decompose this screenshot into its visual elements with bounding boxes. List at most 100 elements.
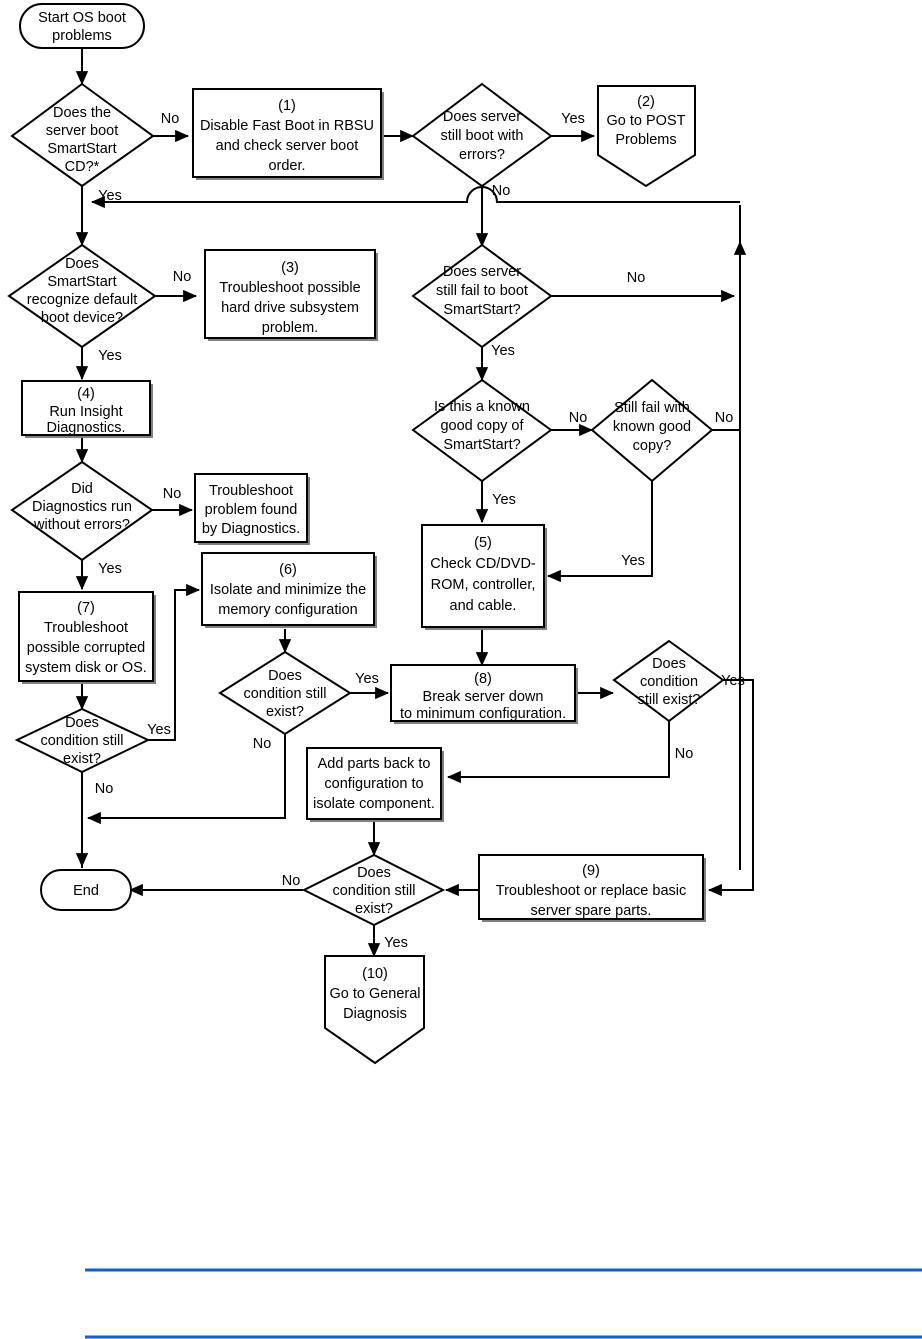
node-bootcd-line-3: CD?*	[65, 159, 100, 175]
node-p8-line-2: to minimum configuration.	[400, 706, 566, 722]
node-offpage-2-go-to-post-problems: (2) Go to POST Problems	[597, 85, 696, 188]
node-bootcd-line-1: server boot	[46, 123, 119, 139]
node-failss-line-0: Does server	[443, 264, 521, 280]
label-stillfail-no: No	[715, 410, 734, 426]
node-knowngood-line-1: good copy of	[440, 418, 524, 434]
label-knowngood-no: No	[569, 410, 588, 426]
node-diag-line-1: Diagnostics run	[32, 499, 132, 515]
label-cond4-no: No	[282, 873, 301, 889]
node-cond2-line-2: exist?	[266, 704, 304, 720]
edge-stillfail-yes	[546, 481, 653, 583]
node-addparts-line-0: Add parts back to	[318, 756, 431, 772]
node-p7-line-0: (7)	[77, 600, 95, 616]
label-bootcd-yes: Yes	[98, 188, 122, 204]
label-recognize-yes: Yes	[98, 348, 122, 364]
label-cond4-yes: Yes	[384, 935, 408, 951]
label-recognize-no: No	[173, 269, 192, 285]
node-cond3-line-1: condition	[640, 674, 698, 690]
node-p9-line-0: (9)	[582, 863, 600, 879]
node-booterrors-line-2: errors?	[459, 147, 505, 163]
node-cond1-line-1: condition still	[40, 733, 123, 749]
node-knowngood-line-2: SmartStart?	[443, 437, 520, 453]
node-process-1-disable-fast-boot: (1) Disable Fast Boot in RBSU and check …	[192, 88, 384, 180]
node-decision-condition-still-exist-4: Does condition still exist?	[301, 853, 446, 927]
node-p2-line-0: (2)	[637, 94, 655, 110]
node-p1-line-3: order.	[268, 158, 305, 174]
node-does-smartstart-recognize-default-boot-device: Does SmartStart recognize default boot d…	[7, 243, 157, 349]
node-p5-line-0: (5)	[474, 535, 492, 551]
node-p4-line-0: (4)	[77, 386, 95, 402]
node-p7-line-3: system disk or OS.	[25, 660, 147, 676]
node-diagfound-line-0: Troubleshoot	[209, 483, 293, 499]
node-does-server-boot-smartstart-cd: Does the server boot SmartStart CD?*	[10, 82, 155, 188]
label-failss-yes: Yes	[491, 343, 515, 359]
node-p3-line-0: (3)	[281, 260, 299, 276]
node-diag-line-2: without errors?	[33, 517, 130, 533]
node-end: End	[40, 869, 132, 911]
node-p10-line-0: (10)	[362, 966, 388, 982]
node-process-4-run-insight-diagnostics: (4) Run Insight Diagnostics.	[21, 380, 153, 438]
node-start-line-0: Start OS boot	[38, 10, 126, 26]
node-cond4-line-2: exist?	[355, 901, 393, 917]
node-stillfail-line-0: Still fail with	[614, 400, 690, 416]
label-cond2-yes: Yes	[355, 671, 379, 687]
node-still-fail-with-known-good-copy: Still fail with known good copy?	[590, 378, 714, 483]
node-process-9-troubleshoot-or-replace-spare-parts: (9) Troubleshoot or replace basic server…	[478, 854, 706, 922]
edge-labels: No Yes Yes No No Yes No Yes No Yes No Ye…	[95, 111, 745, 951]
label-bootcd-no: No	[161, 111, 180, 127]
label-cond2-no: No	[253, 736, 272, 752]
node-process-5-check-cd-dvd-rom: (5) Check CD/DVD- ROM, controller, and c…	[421, 524, 547, 630]
node-knowngood-line-0: Is this a known	[434, 399, 530, 415]
node-recognize-line-3: boot device?	[41, 310, 123, 326]
node-process-8-break-server-down: (8) Break server down to minimum configu…	[390, 664, 578, 724]
node-p1-line-0: (1)	[278, 98, 296, 114]
node-p10-line-1: Go to General	[329, 986, 420, 1002]
node-cond2-line-0: Does	[268, 668, 302, 684]
node-addparts-line-1: configuration to	[324, 776, 423, 792]
node-booterrors-line-0: Does server	[443, 109, 521, 125]
node-cond4-line-0: Does	[357, 865, 391, 881]
node-p5-line-1: Check CD/DVD-	[430, 556, 536, 572]
node-p3-line-1: Troubleshoot possible	[219, 280, 360, 296]
node-decision-condition-still-exist-1: Does condition still exist?	[14, 707, 151, 774]
node-process-add-parts-back: Add parts back to configuration to isola…	[306, 747, 444, 822]
node-diag-line-0: Did	[71, 481, 93, 497]
node-stillfail-line-2: copy?	[633, 438, 672, 454]
node-recognize-line-1: SmartStart	[47, 274, 116, 290]
edge-return-to-main-trunk	[90, 186, 740, 209]
node-bootcd-line-2: SmartStart	[47, 141, 116, 157]
node-cond3-line-0: Does	[652, 656, 686, 672]
node-cond2-line-1: condition still	[243, 686, 326, 702]
node-failss-line-2: SmartStart?	[443, 302, 520, 318]
node-decision-condition-still-exist-3: Does condition still exist?	[612, 639, 725, 723]
node-start: Start OS boot problems	[19, 3, 145, 49]
node-cond1-line-2: exist?	[63, 751, 101, 767]
node-p4-line-1: Run Insight	[49, 404, 122, 420]
node-start-line-1: problems	[52, 28, 112, 44]
label-booterrors-yes: Yes	[561, 111, 585, 127]
node-p5-line-3: and cable.	[450, 598, 517, 614]
node-bootcd-line-0: Does the	[53, 105, 111, 121]
node-p9-line-2: server spare parts.	[531, 903, 652, 919]
label-stillfail-yes: Yes	[621, 553, 645, 569]
label-failss-no: No	[627, 270, 646, 286]
node-does-server-still-boot-with-errors: Does server still boot with errors?	[411, 82, 553, 188]
node-p7-line-2: possible corrupted	[27, 640, 146, 656]
node-p6-line-0: (6)	[279, 562, 297, 578]
label-knowngood-yes: Yes	[492, 492, 516, 508]
node-p8-line-1: Break server down	[423, 689, 544, 705]
node-p9-line-1: Troubleshoot or replace basic	[496, 883, 686, 899]
node-recognize-line-2: recognize default	[27, 292, 137, 308]
node-p3-line-2: hard drive subsystem	[221, 300, 359, 316]
node-stillfail-line-1: known good	[613, 419, 691, 435]
node-diagfound-line-2: by Diagnostics.	[202, 521, 300, 537]
node-addparts-line-2: isolate component.	[313, 796, 435, 812]
edge-cond3-yes	[707, 679, 754, 897]
label-cond3-no: No	[675, 746, 694, 762]
node-p1-line-2: and check server boot	[216, 138, 359, 154]
node-did-diagnostics-run-without-errors: Did Diagnostics run without errors?	[10, 460, 154, 562]
label-cond1-yes: Yes	[147, 722, 171, 738]
edge-cond1-yes	[148, 583, 201, 741]
